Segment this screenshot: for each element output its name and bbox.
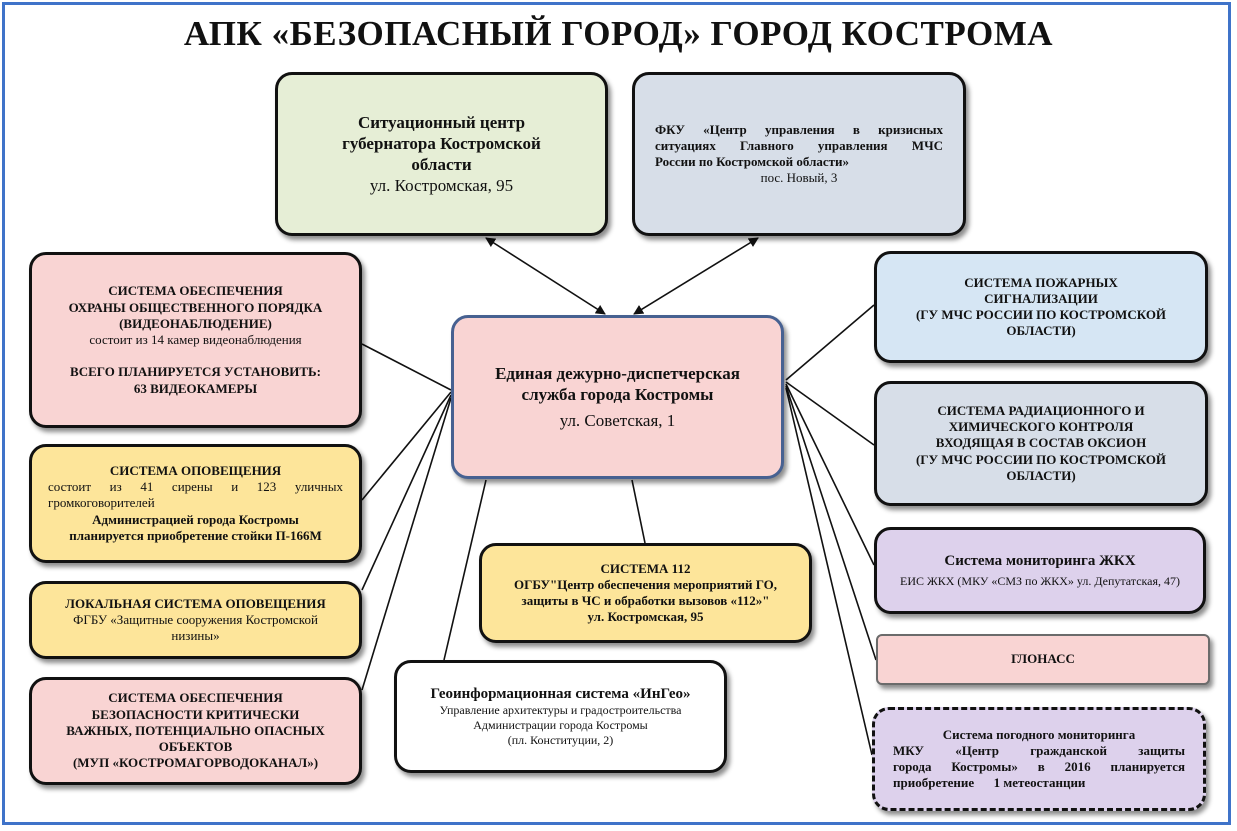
fire-line2: СИГНАЛИЗАЦИИ bbox=[984, 290, 1098, 306]
s112-line4: ул. Костромская, 95 bbox=[587, 609, 704, 625]
glonass-box: ГЛОНАСС bbox=[876, 634, 1210, 685]
critical-line3: ВАЖНЫХ, ПОТЕНЦИАЛЬНО ОПАСНЫХ bbox=[66, 722, 325, 738]
critical-objects-box: СИСТЕМА ОБЕСПЕЧЕНИЯ БЕЗОПАСНОСТИ КРИТИЧЕ… bbox=[29, 677, 362, 785]
situation-center-box: Ситуационный центр губернатора Костромск… bbox=[275, 72, 608, 236]
weather-line2: МКУ «Центр гражданской защиты bbox=[893, 742, 1185, 758]
s112-line2: ОГБУ"Центр обеспечения мероприятий ГО, bbox=[513, 576, 778, 592]
fku-box: ФКУ «Центр управления в кризисных ситуац… bbox=[632, 72, 966, 236]
radiation-line2: ХИМИЧЕСКОГО КОНТРОЛЯ bbox=[948, 419, 1134, 435]
radiation-line1: СИСТЕМА РАДИАЦИОННОГО И bbox=[937, 402, 1145, 418]
video-line2: ОХРАНЫ ОБЩЕСТВЕННОГО ПОРЯДКА bbox=[68, 299, 323, 315]
fire-line3: (ГУ МЧС РОССИИ ПО КОСТРОМСКОЙ bbox=[915, 307, 1167, 322]
ingeo-box: Геоинформационная система «ИнГео» Управл… bbox=[394, 660, 727, 773]
ingeo-line1: Геоинформационная система «ИнГео» bbox=[430, 685, 691, 702]
edds-center-box: Единая дежурно-диспетчерская служба горо… bbox=[451, 315, 784, 479]
edds-address: ул. Советская, 1 bbox=[559, 410, 676, 430]
fku-line1: ФКУ «Центр управления в кризисных bbox=[655, 121, 943, 137]
fire-alarm-box: СИСТЕМА ПОЖАРНЫХ СИГНАЛИЗАЦИИ (ГУ МЧС РО… bbox=[874, 251, 1208, 363]
video-line5: ВСЕГО ПЛАНИРУЕТСЯ УСТАНОВИТЬ: bbox=[70, 364, 321, 380]
page-title: АПК «БЕЗОПАСНЫЙ ГОРОД» ГОРОД КОСТРОМА bbox=[183, 14, 1054, 53]
local-alert-line3: низины» bbox=[171, 628, 220, 644]
edds-line2: служба города Костромы bbox=[521, 385, 714, 405]
radiation-control-box: СИСТЕМА РАДИАЦИОННОГО И ХИМИЧЕСКОГО КОНТ… bbox=[874, 381, 1208, 506]
arrow-fku bbox=[633, 237, 759, 315]
alert-line4: Администрацией города Костромы bbox=[92, 511, 299, 527]
zhkh-monitoring-box: Система мониторинга ЖКХ ЕИС ЖКХ (МКУ «СМ… bbox=[874, 527, 1206, 614]
fire-line1: СИСТЕМА ПОЖАРНЫХ bbox=[964, 274, 1118, 290]
weather-line3: города Костромы» в 2016 планируется bbox=[893, 759, 1185, 774]
weather-line4: приобретение 1 метеостанции bbox=[893, 775, 1086, 791]
fku-line3: России по Костромской области» bbox=[655, 154, 850, 169]
edds-line1: Единая дежурно-диспетчерская bbox=[495, 364, 740, 384]
critical-line1: СИСТЕМА ОБЕСПЕЧЕНИЯ bbox=[108, 690, 283, 706]
alert-line3: громкоговорителей bbox=[48, 495, 155, 511]
alert-system-box: СИСТЕМА ОПОВЕЩЕНИЯ состоит из 41 сирены … bbox=[29, 444, 362, 563]
link-112 bbox=[631, 479, 646, 544]
system-112-box: СИСТЕМА 112 ОГБУ"Центр обеспечения мероп… bbox=[479, 543, 812, 643]
ingeo-line3: Администрации города Костромы bbox=[473, 718, 648, 733]
local-alert-line2: ФГБУ «Защитные сооружения Костромской bbox=[73, 611, 318, 627]
radiation-line5: ОБЛАСТИ) bbox=[1006, 467, 1076, 483]
link-zhkh bbox=[785, 383, 875, 566]
video-surveillance-box: СИСТЕМА ОБЕСПЕЧЕНИЯ ОХРАНЫ ОБЩЕСТВЕННОГО… bbox=[29, 252, 362, 428]
link-glonass bbox=[785, 385, 877, 661]
zhkh-line1: Система мониторинга ЖКХ bbox=[944, 552, 1136, 569]
situation-center-line2: губернатора Костромской bbox=[342, 133, 541, 153]
link-alert bbox=[361, 391, 452, 501]
link-ingeo bbox=[443, 479, 487, 661]
ingeo-line4: (пл. Конституции, 2) bbox=[507, 733, 614, 748]
video-line4: состоит из 14 камер видеонаблюдения bbox=[89, 332, 302, 347]
fku-address: пос. Новый, 3 bbox=[760, 170, 838, 186]
critical-line2: БЕЗОПАСНОСТИ КРИТИЧЕСКИ bbox=[91, 706, 300, 722]
s112-line1: СИСТЕМА 112 bbox=[600, 560, 691, 576]
situation-center-line1: Ситуационный центр bbox=[357, 112, 526, 132]
situation-center-address: ул. Костромская, 95 bbox=[369, 176, 514, 196]
radiation-line4: (ГУ МЧС РОССИИ ПО КОСТРОМСКОЙ bbox=[915, 451, 1167, 467]
alert-line2: состоит из 41 сирены и 123 уличных bbox=[48, 479, 343, 495]
video-line6: 63 ВИДЕОКАМЕРЫ bbox=[133, 380, 258, 396]
link-video bbox=[361, 343, 452, 391]
situation-center-line3: области bbox=[411, 155, 472, 174]
alert-line1: СИСТЕМА ОПОВЕЩЕНИЯ bbox=[109, 462, 282, 478]
critical-line4: ОБЪЕКТОВ bbox=[158, 739, 233, 755]
link-critical bbox=[361, 397, 452, 691]
glonass-label: ГЛОНАСС bbox=[1011, 651, 1075, 667]
fire-line4: ОБЛАСТИ) bbox=[1006, 323, 1076, 339]
arrow-situation-center bbox=[485, 237, 606, 315]
video-line3: (ВИДЕОНАБЛЮДЕНИЕ) bbox=[119, 315, 272, 331]
radiation-line3: ВХОДЯЩАЯ В СОСТАВ ОКСИОН bbox=[935, 435, 1147, 451]
local-alert-box: ЛОКАЛЬНАЯ СИСТЕМА ОПОВЕЩЕНИЯ ФГБУ «Защит… bbox=[29, 581, 362, 659]
zhkh-line2: ЕИС ЖКХ (МКУ «СМЗ по ЖКХ» ул. Депутатска… bbox=[899, 574, 1181, 589]
link-fire bbox=[785, 304, 875, 381]
link-radiation bbox=[785, 381, 875, 446]
critical-line5: (МУП «КОСТРОМАГОРВОДОКАНАЛ») bbox=[72, 755, 319, 771]
fku-line2: ситуациях Главного управления МЧС bbox=[655, 137, 943, 153]
alert-line5: планируется приобретение стойки П-166М bbox=[69, 527, 322, 543]
local-alert-line1: ЛОКАЛЬНАЯ СИСТЕМА ОПОВЕЩЕНИЯ bbox=[65, 595, 326, 611]
link-weather bbox=[785, 387, 873, 756]
ingeo-line2: Управление архитектуры и градостроительс… bbox=[439, 703, 682, 718]
link-local-alert bbox=[361, 394, 452, 591]
s112-line3: защиты в ЧС и обработки вызовов «112»" bbox=[521, 593, 770, 608]
weather-line1: Система погодного мониторинга bbox=[942, 726, 1136, 742]
weather-monitoring-box: Система погодного мониторинга МКУ «Центр… bbox=[872, 707, 1206, 811]
video-line1: СИСТЕМА ОБЕСПЕЧЕНИЯ bbox=[108, 283, 283, 299]
